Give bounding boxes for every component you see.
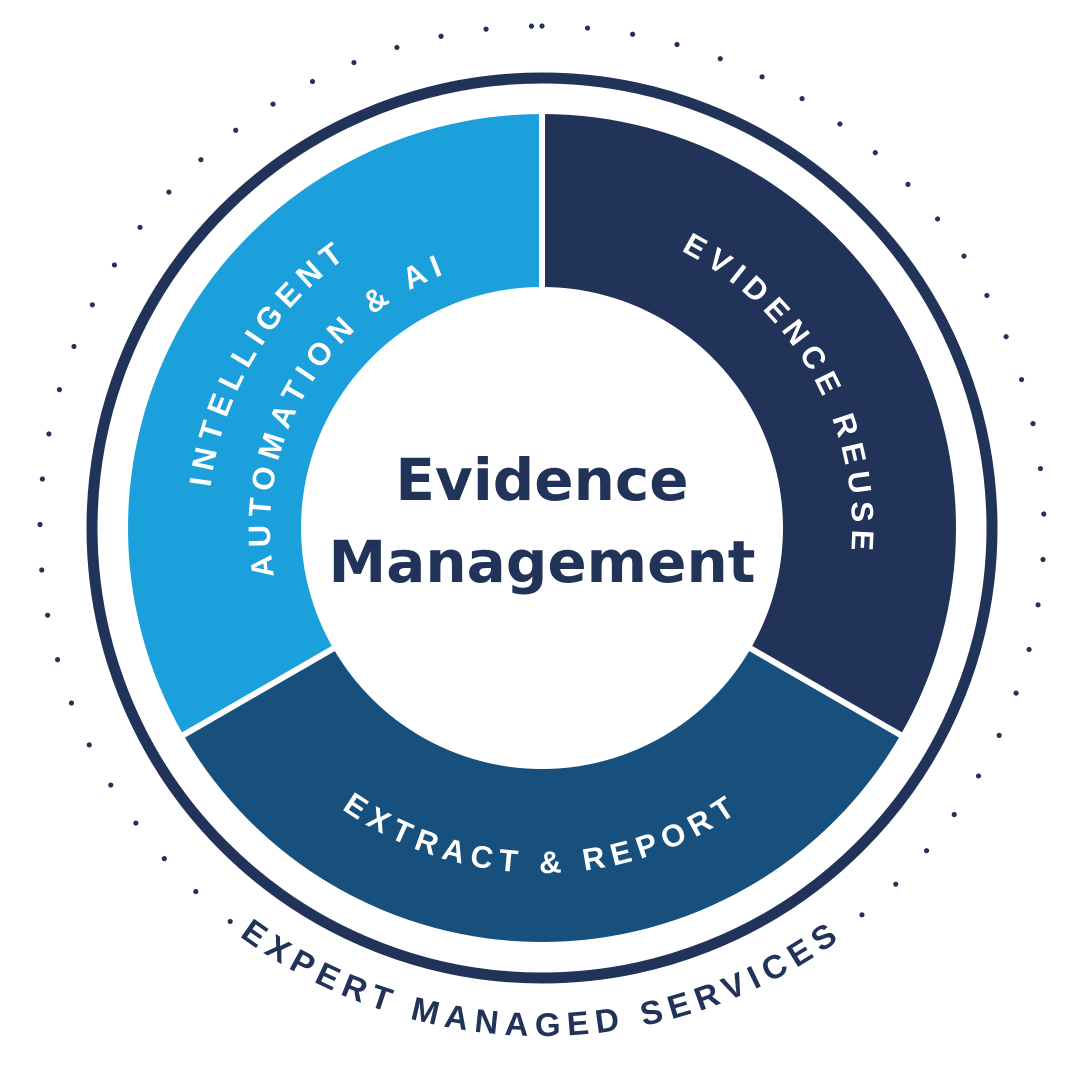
ring-dot	[799, 96, 805, 102]
ring-dot	[111, 262, 118, 268]
ring-dot	[483, 26, 489, 32]
ring-dot	[1040, 556, 1046, 563]
ring-dot	[859, 912, 865, 918]
ring-dot	[1037, 465, 1044, 472]
ring-dot	[309, 78, 316, 85]
center-title-line1: Evidence	[395, 446, 688, 514]
ring-dot	[270, 101, 276, 107]
ring-dot	[984, 292, 990, 299]
ring-dot	[394, 44, 400, 51]
dotted-ring	[37, 23, 1047, 925]
ring-dot	[1030, 421, 1036, 427]
ring-dot	[161, 856, 167, 862]
ring-dot	[961, 253, 967, 259]
ring-dot	[193, 888, 199, 895]
ring-dot	[227, 918, 233, 925]
ring-dot	[630, 31, 636, 37]
segment-evidence-reuse[interactable]	[542, 114, 956, 735]
ring-dot	[351, 59, 357, 66]
ring-dot	[39, 567, 45, 573]
ring-dot	[133, 820, 139, 826]
ring-dot	[905, 181, 911, 187]
ring-dot	[37, 521, 43, 528]
ring-dot	[438, 33, 444, 39]
ring-dot	[45, 612, 51, 618]
ring-dot	[68, 700, 75, 706]
ring-dot	[233, 127, 239, 133]
ring-dot	[996, 732, 1002, 738]
ring-dot	[1018, 376, 1025, 383]
segment-divider	[744, 643, 907, 741]
segment-intelligent-automation[interactable]	[128, 114, 542, 735]
ring-dot	[717, 56, 723, 62]
ring-dot	[674, 41, 680, 48]
ring-dot	[539, 23, 545, 29]
segment-divider	[177, 643, 340, 741]
ring-dot	[872, 150, 878, 156]
ring-dot	[54, 657, 61, 663]
ring-dot	[528, 23, 535, 29]
ring-dot	[934, 216, 941, 222]
ring-dot	[71, 343, 77, 350]
ring-dot	[1026, 646, 1032, 653]
ring-dot	[1035, 602, 1041, 608]
ring-dot	[198, 157, 204, 163]
ring-dot	[923, 848, 930, 854]
ring-dot	[46, 431, 52, 437]
center-title-line2: Management	[329, 528, 756, 596]
ring-dot	[584, 25, 591, 31]
segment-dividers	[177, 109, 907, 741]
ring-dot	[86, 742, 92, 748]
ring-dot	[975, 773, 982, 779]
ring-dot	[39, 476, 45, 482]
outer-ring	[86, 72, 998, 984]
ring-dot	[137, 224, 143, 230]
ring-dot	[893, 881, 899, 887]
ring-dot	[89, 302, 95, 308]
ring-dot	[1041, 511, 1047, 517]
segment-extract-report[interactable]	[183, 648, 901, 943]
ring-dot	[1013, 690, 1019, 696]
ring-dot	[759, 74, 765, 80]
ring-dot	[951, 811, 957, 818]
ring-dot	[1003, 334, 1009, 340]
ring-dot	[56, 387, 63, 393]
ring-dot	[837, 121, 843, 127]
ring-dot	[166, 189, 172, 195]
ring-dot	[108, 782, 114, 788]
